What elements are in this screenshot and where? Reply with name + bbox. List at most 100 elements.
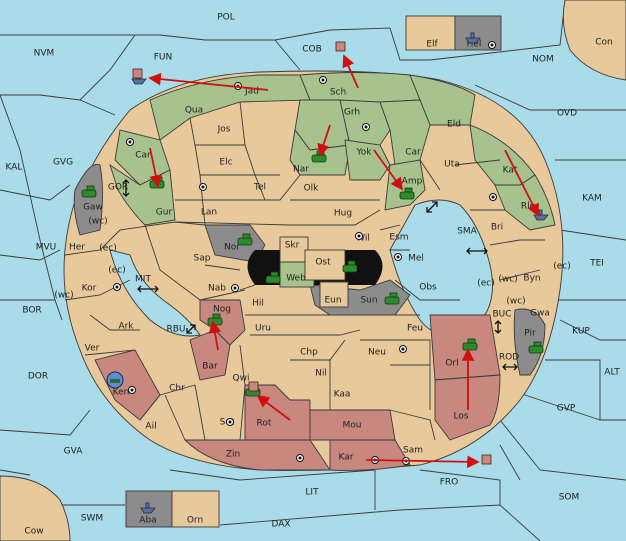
coast-markers: (wc) (ec) (ec) (wc) (wc) (ec) (wc) (ec) <box>54 217 570 307</box>
supply-center-icon <box>394 253 402 261</box>
island-elf-hel <box>405 15 502 51</box>
land-label: Car <box>405 148 421 158</box>
sea-label: Cow <box>24 527 43 537</box>
sea-label: ALT <box>604 368 620 378</box>
supply-center-icon <box>231 284 239 292</box>
supply-center-icon <box>489 193 497 201</box>
corner-con <box>562 0 626 81</box>
order-arrows <box>148 54 539 469</box>
sea-label: FUN <box>154 53 173 63</box>
land-label: Uta <box>444 160 460 170</box>
coast-label: (wc) <box>88 217 107 227</box>
coast-label: (ec) <box>477 279 495 289</box>
sea-label: DAX <box>271 520 290 530</box>
passage-markers <box>122 179 518 371</box>
land-label: Amp <box>402 177 423 187</box>
land-label: Nab <box>208 284 226 294</box>
land-label: Mou <box>343 421 362 431</box>
land-label: Hel <box>467 40 482 50</box>
land-label: Yok <box>355 148 372 158</box>
sea-label: BOR <box>22 306 41 316</box>
supply-center-icon <box>362 123 370 131</box>
sea-label: FRO <box>440 478 459 488</box>
land-label: Uru <box>255 324 271 334</box>
land-label: Chr <box>169 384 185 394</box>
sea-label: SMA <box>457 227 477 237</box>
sea-label: COB <box>302 45 322 55</box>
province-borders <box>64 101 545 441</box>
army-icon <box>399 187 415 200</box>
sea-label: POL <box>217 13 235 23</box>
land-label: Gaw <box>83 203 103 213</box>
sea-label: KAM <box>582 194 602 204</box>
land-label: Ail <box>145 422 156 432</box>
land-label: Nog <box>213 305 231 315</box>
sea-label: MVU <box>36 243 57 253</box>
sea-label: SWM <box>81 514 103 524</box>
land-label: Esm <box>389 233 408 243</box>
land-label: Sam <box>403 446 423 456</box>
coast-label: (wc) <box>498 275 517 285</box>
sea-label: SOM <box>559 493 580 503</box>
sea-label: GVA <box>64 447 84 457</box>
land-label: Orl <box>445 359 458 369</box>
supply-center-icon <box>296 454 304 462</box>
supply-center-icon <box>199 183 207 191</box>
sea-label: Con <box>595 38 613 48</box>
land-label: Zin <box>226 450 240 460</box>
fleet-icon <box>140 502 156 514</box>
sea-labels: POL NVM FUN COB NOM OVD KAL GVG GOR KAM … <box>6 13 621 530</box>
land-label: Gwa <box>530 309 550 319</box>
land-label: Chp <box>300 348 318 358</box>
land-label: Sch <box>330 88 346 98</box>
land-label: Gur <box>156 208 173 218</box>
land-label: Jad <box>244 87 259 97</box>
neutral-unit-icon <box>106 371 124 389</box>
sea-label: TEI <box>589 259 604 269</box>
sea-label: DOR <box>28 372 48 382</box>
land-label: Los <box>453 412 468 422</box>
supply-center-icon <box>126 138 134 146</box>
coast-label: (ec) <box>108 266 126 276</box>
island-aba-orn <box>125 490 220 528</box>
land-label: Hil <box>252 299 264 309</box>
sea-label: RBU <box>166 325 185 335</box>
army-icon <box>384 292 400 305</box>
land-label: Grh <box>344 108 360 118</box>
coast-label: (ec) <box>553 262 571 272</box>
land-label: Byn <box>523 274 540 284</box>
land-label: Qua <box>185 106 203 116</box>
land-label: Eld <box>447 120 461 130</box>
land-label: Nar <box>293 165 309 175</box>
supply-center-icon <box>128 386 136 394</box>
sea-label: GVP <box>557 404 576 414</box>
land-label: Obs <box>419 283 437 293</box>
corner-cow <box>0 475 71 541</box>
land-label: Orn <box>187 516 203 526</box>
coast-label: (wc) <box>54 291 73 301</box>
supply-center-icon <box>488 41 496 49</box>
army-icon <box>528 341 544 354</box>
supply-center-icon <box>113 283 121 291</box>
land-label: Her <box>69 243 85 253</box>
land-label: Tel <box>253 183 266 193</box>
sea-label: NOM <box>532 55 554 65</box>
land-label: Hug <box>334 209 352 219</box>
land-label: Ark <box>118 322 134 332</box>
central-provinces <box>279 236 349 308</box>
army-icon <box>265 271 281 284</box>
sea-label: OVD <box>557 109 577 119</box>
sea-label: GOR <box>108 183 128 193</box>
supply-center-icon <box>226 418 234 426</box>
order-targets <box>132 41 492 465</box>
sea-label: ROD <box>499 353 519 363</box>
land-label: Skr <box>285 241 300 251</box>
sea-label: GVG <box>53 158 73 168</box>
land-label: Mel <box>408 254 424 264</box>
sea-label: BUC <box>492 310 511 320</box>
supply-center-icon <box>399 345 407 353</box>
land-label: Olk <box>304 184 320 194</box>
land-label: Can <box>135 151 153 161</box>
army-icon <box>342 260 358 273</box>
